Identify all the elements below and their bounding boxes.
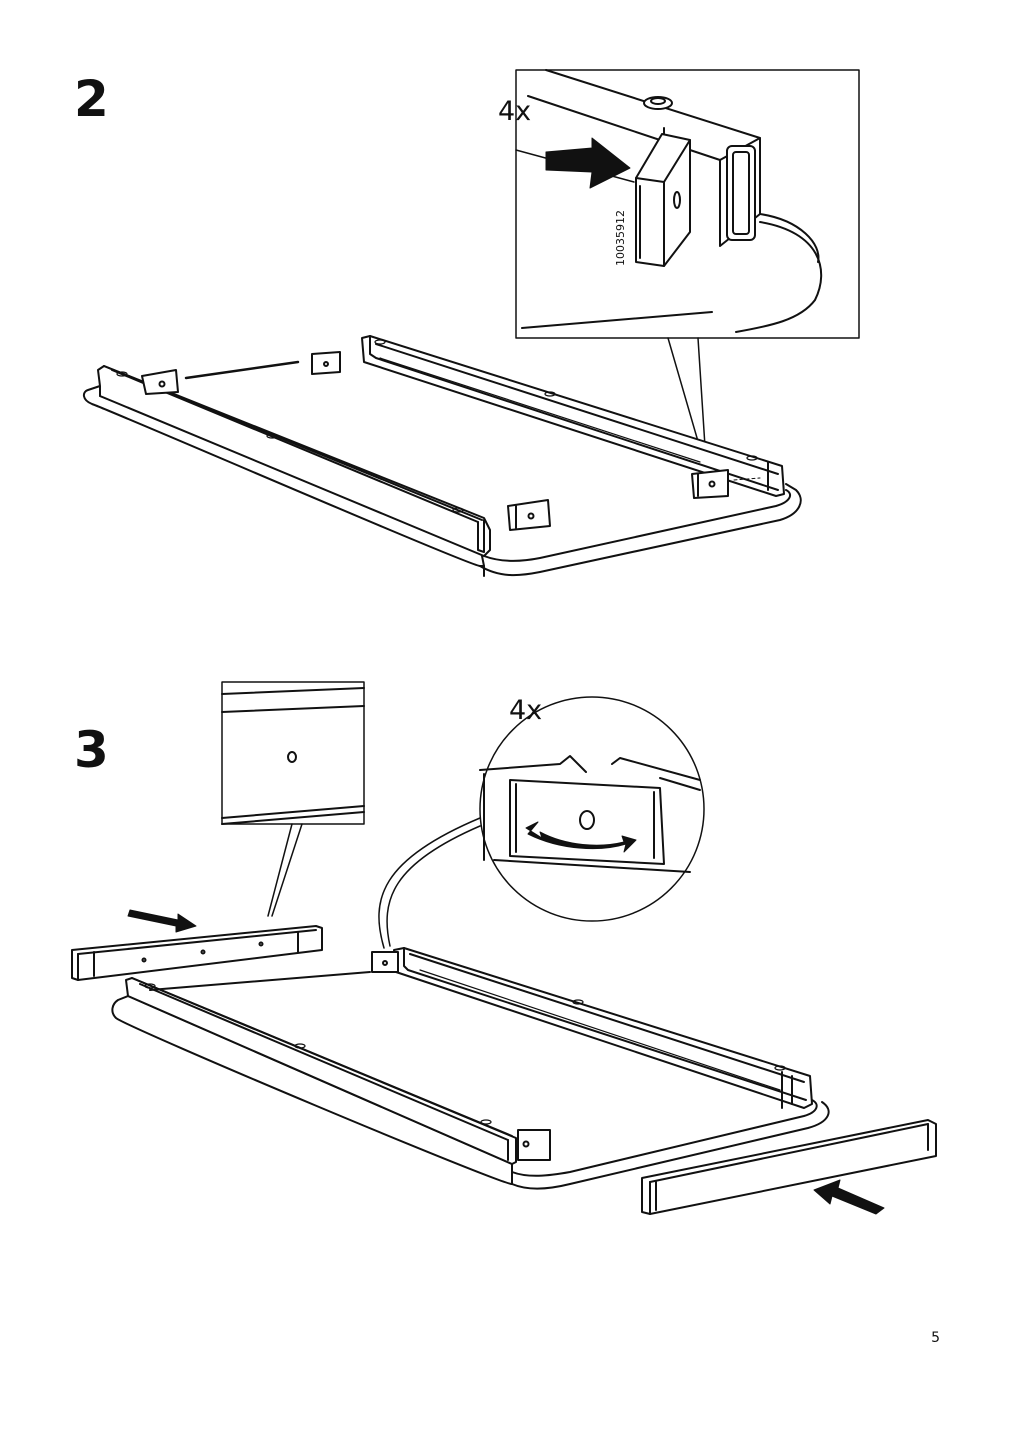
step-number-2: 2 [74,70,109,128]
step-3-detail-circle [379,697,704,948]
step-2-detail-box [516,70,859,462]
step-number-3: 3 [74,721,109,779]
step-3-tabletop [112,948,828,1189]
part-number-label: 10035912 [614,210,627,266]
quantity-label-step-2: 4x [498,96,532,127]
quantity-label-step-3: 4x [509,695,543,726]
page-number: 5 [931,1330,940,1346]
step-3-loose-rail-right [642,1120,936,1214]
step-3-loose-rail-left [72,910,322,980]
step-2-tabletop [84,336,801,576]
step-3-detail-box-hole [222,682,364,916]
